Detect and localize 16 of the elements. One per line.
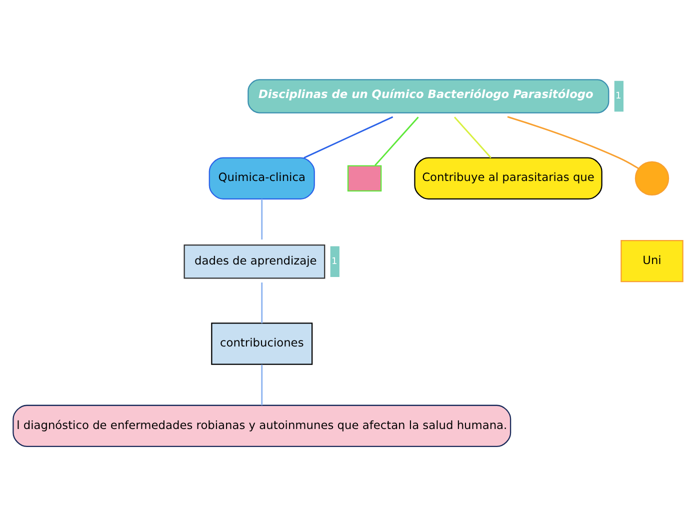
node-box: Contribuye al parasitarias que	[414, 156, 602, 199]
connector	[507, 116, 639, 169]
connector	[304, 116, 394, 158]
node-label: 1	[331, 256, 338, 266]
node-box: Uni	[620, 239, 684, 282]
node-box	[347, 164, 382, 191]
node-label: 1	[616, 90, 622, 101]
connector	[261, 198, 263, 240]
node-box: Quimica-clinica	[208, 156, 315, 199]
connector	[261, 282, 263, 323]
node-box: l diagnóstico de enfermedades robianas y autoinmunes que afectan la salud humana.	[12, 404, 512, 446]
connector	[374, 116, 419, 166]
node-box: contribuciones	[211, 322, 313, 364]
connector	[261, 364, 263, 405]
connector	[454, 116, 492, 158]
node-circle	[634, 160, 670, 195]
